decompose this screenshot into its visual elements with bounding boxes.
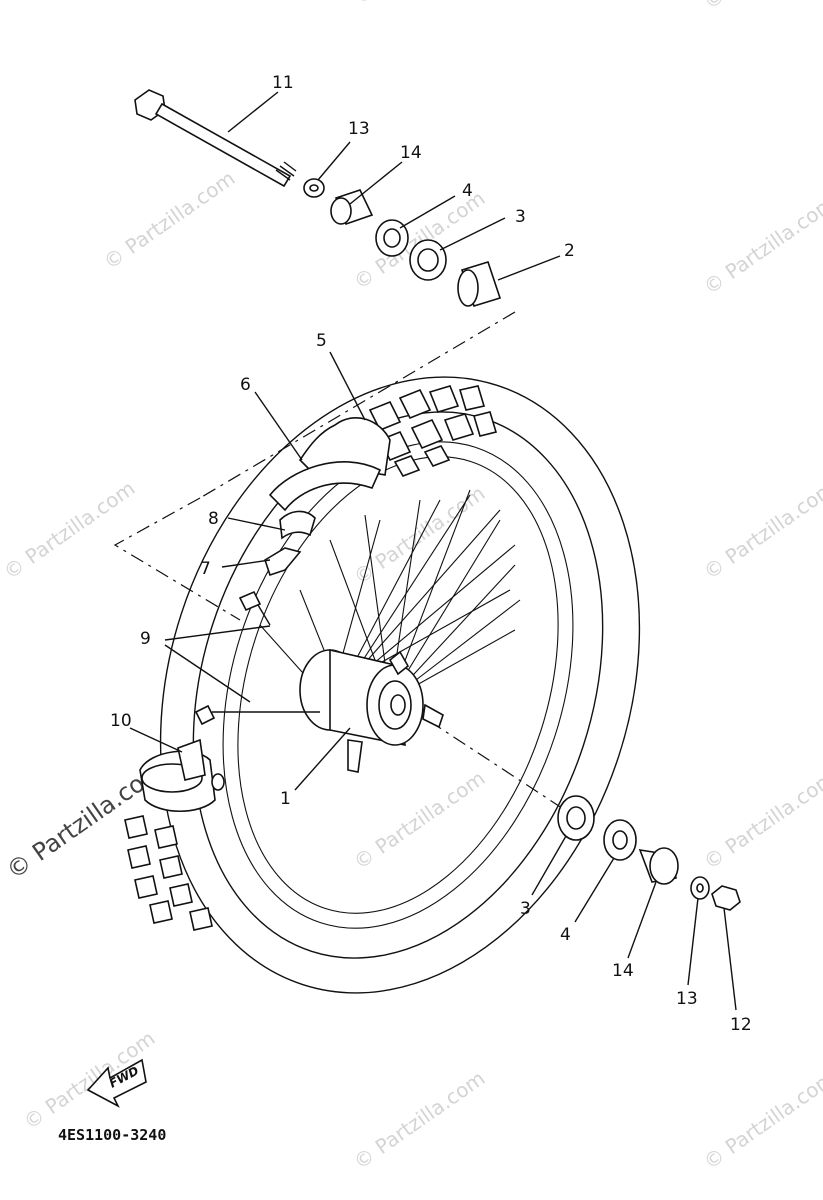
callout-4-lower: 4 [560, 925, 571, 945]
callout-1: 1 [280, 789, 291, 809]
callout-10: 10 [110, 711, 132, 731]
callout-13-lower: 13 [676, 989, 698, 1009]
front-axle [134, 89, 297, 188]
watermark: © Partzilla.com [699, 476, 823, 584]
callout-labels: 11 13 14 4 3 2 5 6 8 7 9 10 1 3 4 14 13 … [110, 73, 752, 1035]
callout-9: 9 [140, 629, 151, 649]
callout-8: 8 [208, 509, 219, 529]
watermark: © Partzilla.com [699, 0, 823, 14]
hub [299, 648, 444, 773]
watermark: © Partzilla.com [99, 166, 239, 274]
tread-bottom [124, 815, 213, 931]
watermark: © Partzilla.com [349, 766, 489, 874]
top-hardware [303, 178, 502, 307]
speedometer-gear-unit [139, 738, 225, 813]
callout-12: 12 [730, 1015, 752, 1035]
callout-6: 6 [240, 375, 251, 395]
bottom-hardware [557, 795, 741, 911]
tube-and-rimband [264, 416, 391, 577]
callout-3-lower: 3 [520, 899, 531, 919]
leader-lines [129, 91, 737, 1011]
watermark: © Partzilla.com [699, 766, 823, 874]
watermark: © Partzilla.com [349, 0, 489, 9]
callout-14-lower: 14 [612, 961, 634, 981]
watermark: © Partzilla.com [349, 1066, 489, 1174]
watermark-group: © Partzilla.com © Partzilla.com © Partzi… [0, 0, 823, 1174]
callout-13: 13 [348, 119, 370, 139]
part-code: 4ES1100-3240 [58, 1126, 166, 1144]
tire [124, 376, 641, 994]
callout-3: 3 [515, 207, 526, 227]
tread-top [368, 385, 498, 477]
watermark: © Partzilla.com [699, 191, 823, 299]
callout-7: 7 [200, 559, 211, 579]
assembly-centerlines [113, 311, 566, 811]
callout-5: 5 [316, 331, 327, 351]
watermark: © Partzilla.com [699, 1066, 823, 1174]
callout-11: 11 [272, 73, 294, 93]
callout-14: 14 [400, 143, 422, 163]
callout-4: 4 [462, 181, 473, 201]
watermark: © Partzilla.com [0, 476, 139, 584]
callout-2: 2 [564, 241, 575, 261]
spoke-nipples [194, 590, 320, 726]
